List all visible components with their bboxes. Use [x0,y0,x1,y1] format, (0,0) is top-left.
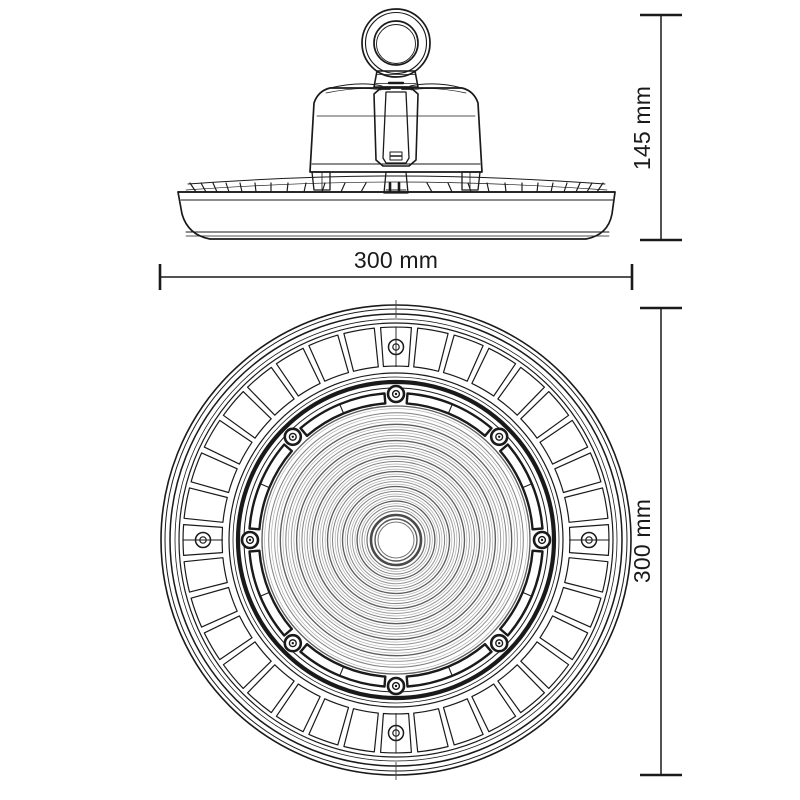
retainer-arc-segments [248,392,544,688]
height-dimension-label: 145 mm [629,86,655,170]
concentric-lens-rings [261,405,531,675]
fin-band-inner-rings [228,372,564,708]
bottom-plan-view [160,300,632,780]
radial-fin-tabs [182,326,610,754]
rim-screw-pads [183,327,609,753]
driver-housing [309,83,483,173]
hanging-eye-ring [361,8,431,78]
finned-heatsink-disc [177,175,616,240]
ring-mount-bracket [373,70,419,88]
side-elevation-view [177,8,616,240]
diameter-dimension-label: 300 mm [629,499,655,583]
center-hub [366,510,426,570]
diameter-dimension [640,306,682,777]
outer-rim [160,304,632,776]
housing-feet [311,171,481,194]
screw-bosses [240,384,552,696]
center-hanger-bracket [373,86,419,167]
width-dimension [158,264,634,290]
height-dimension [640,13,682,242]
width-dimension-label: 300 mm [354,247,438,273]
